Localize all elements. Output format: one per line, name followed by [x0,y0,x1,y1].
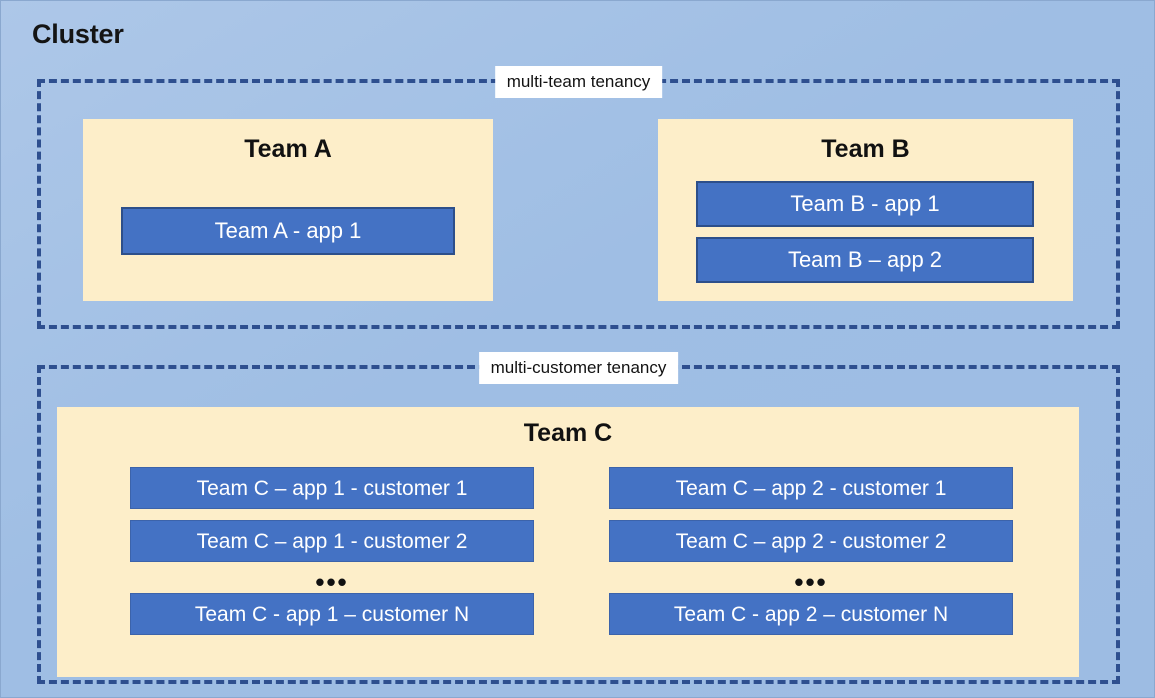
app-list-team-a: Team A - app 1 [121,207,455,255]
team-title-team-a: Team A [244,135,332,163]
team-panel-team-c: Team C Team C – app 1 - customer 1 Team … [57,407,1079,677]
app-column-team-c-app-2: Team C – app 2 - customer 1 Team C – app… [609,467,1013,635]
page-title: Cluster [32,19,124,49]
app-column-team-c-app-1: Team C – app 1 - customer 1 Team C – app… [130,467,534,635]
team-title-team-b: Team B [821,135,910,163]
ellipsis-team-c-app-2: ••• [794,567,828,597]
app-box-team-b-app-2[interactable]: Team B – app 2 [696,237,1034,283]
tenancy-zone-multi-customer: multi-customer tenancy [37,352,1120,684]
team-panel-team-a: Team A Team A - app 1 [83,119,493,301]
zone-label-multi-customer: multi-customer tenancy [478,352,679,384]
app-box-team-c-app-2-customer-n[interactable]: Team C - app 2 – customer N [609,593,1013,635]
app-box-team-a-app-1[interactable]: Team A - app 1 [121,207,455,255]
app-box-team-c-app-1-customer-2[interactable]: Team C – app 1 - customer 2 [130,520,534,562]
zone-label-multi-team: multi-team tenancy [494,66,663,98]
app-box-team-b-app-1[interactable]: Team B - app 1 [696,181,1034,227]
team-title-team-c: Team C [523,419,613,447]
app-box-team-c-app-1-customer-n[interactable]: Team C - app 1 – customer N [130,593,534,635]
app-list-team-b: Team B - app 1 Team B – app 2 [696,181,1034,283]
app-box-team-c-app-2-customer-1[interactable]: Team C – app 2 - customer 1 [609,467,1013,509]
ellipsis-team-c-app-1: ••• [315,567,349,597]
team-panel-team-b: Team B Team B - app 1 Team B – app 2 [658,119,1073,301]
app-box-team-c-app-2-customer-2[interactable]: Team C – app 2 - customer 2 [609,520,1013,562]
tenancy-zone-multi-team: multi-team tenancy [37,66,1120,329]
app-box-team-c-app-1-customer-1[interactable]: Team C – app 1 - customer 1 [130,467,534,509]
